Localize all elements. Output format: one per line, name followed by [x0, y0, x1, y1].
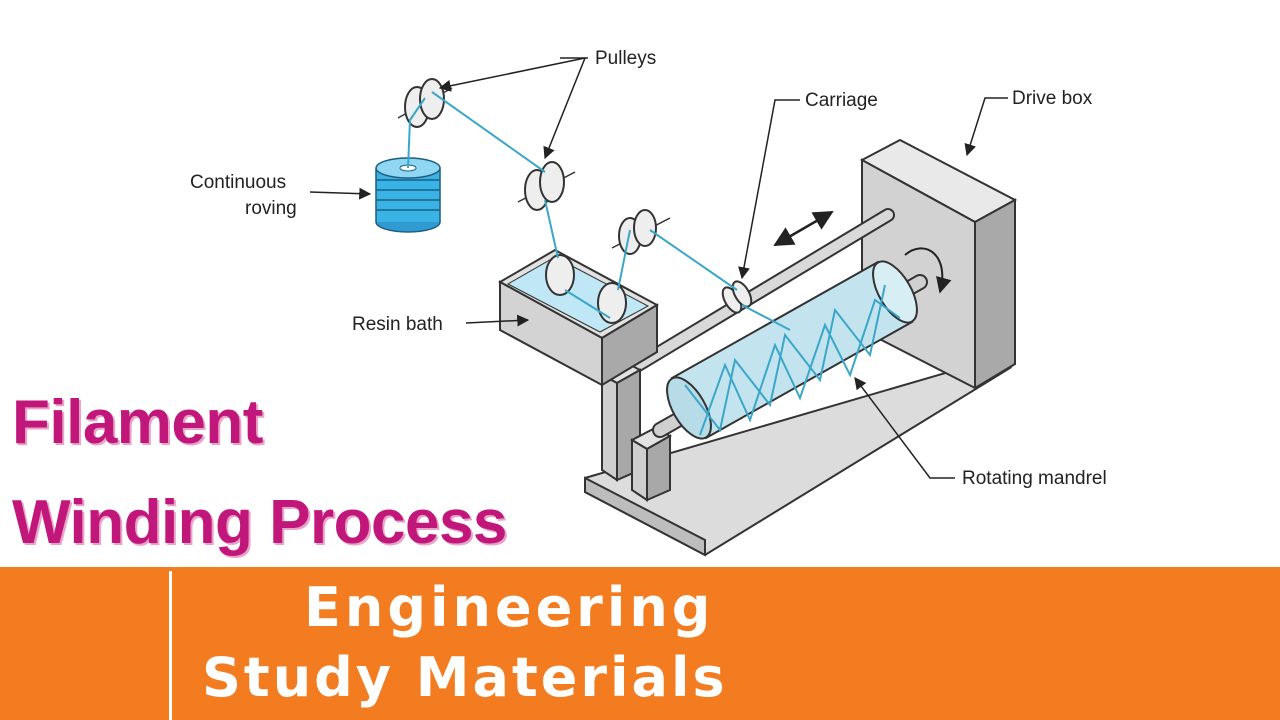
- rotating-mandrel: [652, 260, 928, 440]
- resin-bath: [497, 248, 660, 387]
- filament-winding-diagram: Pulleys Carriage Drive box Continuous ro…: [190, 48, 1107, 557]
- fiber-path: [407, 91, 791, 331]
- label-drive-box: Drive box: [1012, 88, 1093, 109]
- roving-spool: [375, 157, 441, 233]
- label-continuous-roving-line1: Continuous: [190, 172, 286, 193]
- title-line-1: Filament: [12, 388, 263, 457]
- tailstock: [599, 360, 673, 502]
- carriage-rail: [623, 208, 895, 377]
- banner-line-2: Study Materials: [202, 646, 728, 709]
- pulley-1: [397, 78, 453, 128]
- banner-divider: [169, 571, 172, 720]
- label-pulleys: Pulleys: [595, 48, 656, 69]
- banner-line-1: Engineering: [304, 576, 715, 639]
- carriage-guide: [721, 210, 834, 314]
- title-line-2: Winding Process: [12, 488, 507, 557]
- label-resin-bath: Resin bath: [352, 314, 443, 335]
- pulley-3: [611, 209, 671, 255]
- pulley-2: [517, 161, 576, 211]
- label-continuous-roving-line2: roving: [245, 198, 297, 219]
- footer-banner: Engineering Study Materials: [0, 567, 1280, 720]
- leader-lines: [309, 57, 1008, 479]
- label-rotating-mandrel: Rotating mandrel: [962, 468, 1107, 489]
- base-plate: [584, 358, 1013, 557]
- label-carriage: Carriage: [805, 90, 878, 111]
- traverse-arrow-icon: [773, 210, 834, 247]
- rotation-arrow-icon: [904, 247, 952, 294]
